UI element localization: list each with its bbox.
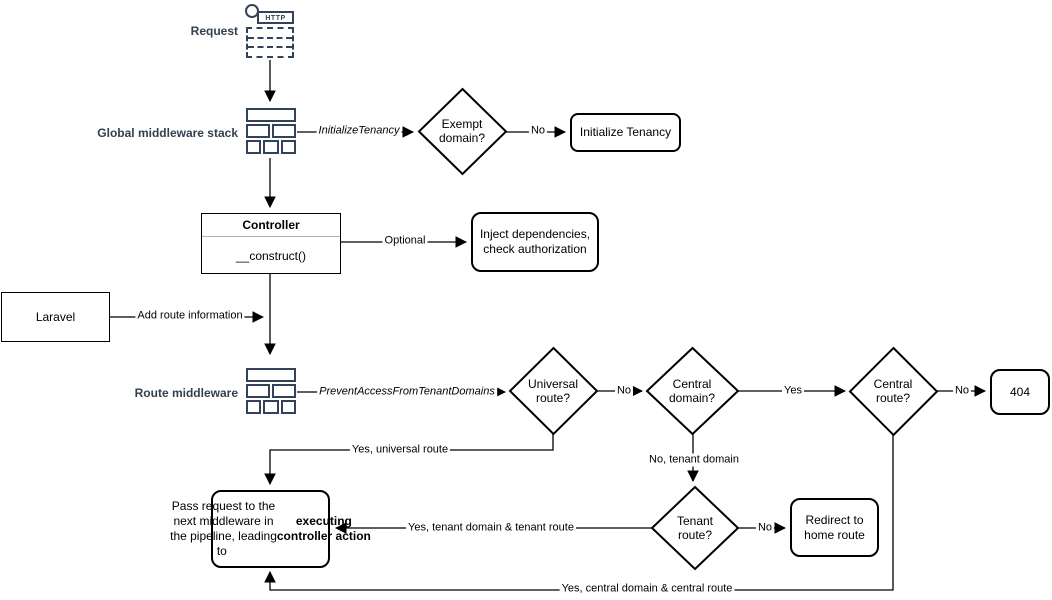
decision-central-route-text: Central route? [873, 377, 913, 405]
edge-label-yes-tenant: Yes, tenant domain & tenant route [406, 521, 576, 535]
global-middleware-stack-icon [246, 108, 296, 154]
stack-block [263, 140, 279, 154]
stack-block [246, 108, 296, 122]
decision-tenant-route-shape [650, 485, 740, 571]
stack-block [280, 140, 296, 154]
decision-exempt-domain-shape [417, 87, 508, 176]
edge-label-yes-central-domain: Yes [782, 384, 804, 398]
edge-label-no-universal: No [614, 384, 634, 398]
inject-dependencies-box: Inject dependencies, check authorization [471, 212, 599, 272]
global-middleware-label: Global middleware stack [97, 126, 238, 140]
request-body-icon [246, 27, 294, 58]
edge-label-initialize-tenancy: InitializeTenancy [316, 124, 402, 138]
stack-block [272, 124, 296, 138]
stack-block [246, 140, 262, 154]
edge-label-optional: Optional [382, 234, 428, 248]
stack-block [280, 400, 296, 414]
edge-label-no-tenant-domain: No, tenant domain [647, 453, 741, 467]
redirect-home-box: Redirect to home route [790, 498, 879, 557]
edge-label-prevent-access: PreventAccessFromTenantDomains [317, 385, 497, 399]
edge-universal-yes [270, 434, 554, 484]
request-body-row [248, 39, 292, 49]
decision-central-domain-text: Central domain? [668, 377, 716, 405]
stack-block [246, 400, 262, 414]
request-body-row [248, 48, 292, 56]
decision-universal-route-shape [508, 346, 599, 436]
controller-title: Controller [202, 214, 340, 237]
decision-central-route-shape [848, 346, 939, 437]
edge-label-no-tenant-route: No [755, 521, 775, 535]
edge-label-yes-central: Yes, central domain & central route [559, 582, 735, 596]
http-request-icon: HTTP [245, 4, 297, 58]
decision-tenant-route-text: Tenant route? [676, 514, 714, 542]
controller-method: __construct() [235, 248, 307, 263]
stack-block [246, 384, 270, 398]
decision-central-domain-shape [645, 346, 740, 436]
pass-request-bold-text: executing controller action [276, 514, 371, 543]
pass-request-box: Pass request to the next middleware in t… [170, 490, 371, 568]
http-badge: HTTP [257, 11, 294, 24]
edge-label-add-route-information: Add route information [135, 309, 245, 323]
controller-box: Controller __construct() [201, 213, 341, 274]
edge-label-yes-universal-route: Yes, universal route [349, 443, 451, 457]
decision-universal-route-text: Universal route? [527, 377, 579, 405]
stack-block [272, 384, 296, 398]
stack-block [263, 400, 279, 414]
request-label: Request [190, 24, 238, 38]
stack-block [246, 368, 296, 382]
request-body-row [248, 29, 292, 39]
404-box: 404 [990, 369, 1050, 415]
laravel-box: Laravel [1, 292, 110, 342]
pass-request-text: Pass request to the next middleware in t… [170, 499, 277, 558]
initialize-tenancy-box: Initialize Tenancy [570, 113, 681, 152]
route-middleware-stack-icon [246, 368, 296, 414]
decision-exempt-domain-text: Exempt domain? [438, 117, 486, 145]
stack-block [246, 124, 270, 138]
edge-label-no-central-route: No [952, 384, 972, 398]
route-middleware-label: Route middleware [134, 386, 238, 400]
edge-label-no-exempt: No [528, 124, 548, 138]
